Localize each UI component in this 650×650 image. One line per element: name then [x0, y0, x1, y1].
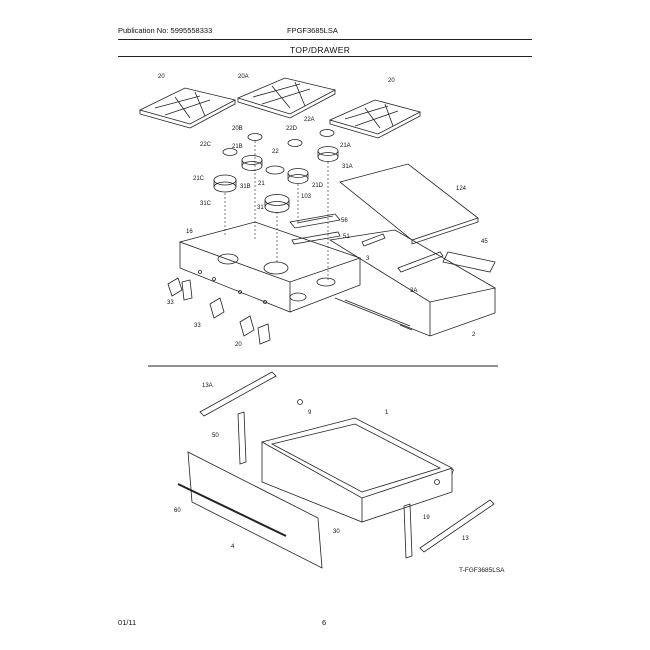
callout-31a: 31A	[342, 164, 353, 170]
trim-51	[291, 231, 341, 245]
strip-45	[442, 251, 496, 273]
drawer-slide-right	[403, 503, 413, 559]
callout-20-knob: 20	[235, 342, 242, 348]
callout-13: 13	[462, 536, 469, 542]
header-rule	[118, 39, 532, 40]
knob-33a	[167, 277, 193, 301]
publication-number: Publication No: 5995558333	[118, 26, 213, 35]
callout-51: 51	[343, 234, 350, 240]
callout-45: 45	[481, 239, 488, 245]
callout-20a: 20A	[238, 74, 249, 80]
grate-right	[328, 99, 422, 139]
burner-cap-22	[265, 165, 285, 175]
callout-21c: 21C	[193, 176, 205, 182]
callout-20-left: 20	[158, 74, 165, 80]
callout-21a-top: 21A	[340, 143, 351, 149]
callout-56: 56	[341, 218, 348, 224]
burner-head-21b	[241, 155, 263, 171]
callout-22d: 22D	[286, 126, 298, 132]
callout-3a: 3A	[410, 288, 417, 294]
callout-31c: 31C	[200, 201, 212, 207]
drawer-slide-left	[237, 411, 247, 465]
callout-9: 9	[308, 410, 312, 416]
callout-1: 1	[385, 410, 389, 416]
knob-33b	[209, 297, 225, 319]
rail-13	[419, 499, 495, 553]
callout-21b: 21B	[232, 144, 243, 150]
bracket-3a	[397, 251, 444, 273]
bracket-3	[361, 233, 386, 247]
callout-22c: 22C	[200, 142, 212, 148]
callout-33-a: 33	[167, 300, 174, 306]
callout-21: 21	[258, 181, 265, 187]
grate-left	[138, 87, 237, 129]
burner-head-21d	[287, 168, 309, 184]
callout-3: 3	[366, 256, 370, 262]
callout-103: 103	[301, 194, 312, 200]
callout-7: 7	[451, 470, 455, 476]
knob-20s	[239, 315, 271, 345]
section-title: TOP/DRAWER	[290, 45, 351, 55]
callout-20b: 20B	[232, 126, 243, 132]
callout-21d: 21D	[312, 183, 324, 189]
main-top-16	[178, 221, 362, 313]
rail-13a	[199, 371, 277, 417]
callout-124: 124	[456, 186, 467, 192]
screw-9	[297, 399, 303, 405]
callout-4: 4	[231, 544, 235, 550]
section-rule	[118, 56, 532, 57]
burner-head-21	[264, 194, 290, 213]
callout-20-right: 20	[388, 78, 395, 84]
callout-2: 2	[472, 332, 476, 338]
callout-19: 19	[423, 515, 430, 521]
callout-31: 31	[257, 205, 264, 211]
burner-cap-22d	[287, 139, 303, 147]
callout-labels: 20 20A 20 20B 22D 22A 22C 21B 22 21A 21C…	[158, 74, 488, 550]
burner-cap-22a	[319, 129, 335, 137]
burner-tube-56	[289, 213, 341, 229]
burner-cap-22c	[222, 148, 238, 156]
drawer-body-1	[260, 417, 454, 523]
figure-id: T-FGF3685LSA	[459, 567, 505, 574]
callout-60: 60	[174, 508, 181, 514]
burner-head-21a	[317, 146, 339, 162]
model-number: FPGF3685LSA	[287, 26, 338, 35]
callout-31b: 31B	[240, 184, 251, 190]
callout-50: 50	[212, 433, 219, 439]
burner-box-2	[328, 229, 497, 337]
panel-124	[339, 163, 479, 245]
callout-22a: 22A	[304, 117, 315, 123]
burner-head-21c	[213, 174, 237, 193]
grate-center	[236, 77, 337, 119]
assembly-centerlines	[224, 141, 329, 282]
callout-30: 30	[333, 529, 340, 535]
footer-date: 01/11	[118, 618, 137, 627]
callout-22: 22	[272, 149, 279, 155]
page-number: 6	[322, 618, 327, 627]
drawer-front-4	[177, 451, 323, 569]
callout-33-b: 33	[194, 323, 201, 329]
callout-16: 16	[186, 229, 193, 235]
callout-13a: 13A	[202, 383, 213, 389]
burner-cap-20b	[247, 133, 263, 141]
screw-7	[434, 479, 440, 485]
